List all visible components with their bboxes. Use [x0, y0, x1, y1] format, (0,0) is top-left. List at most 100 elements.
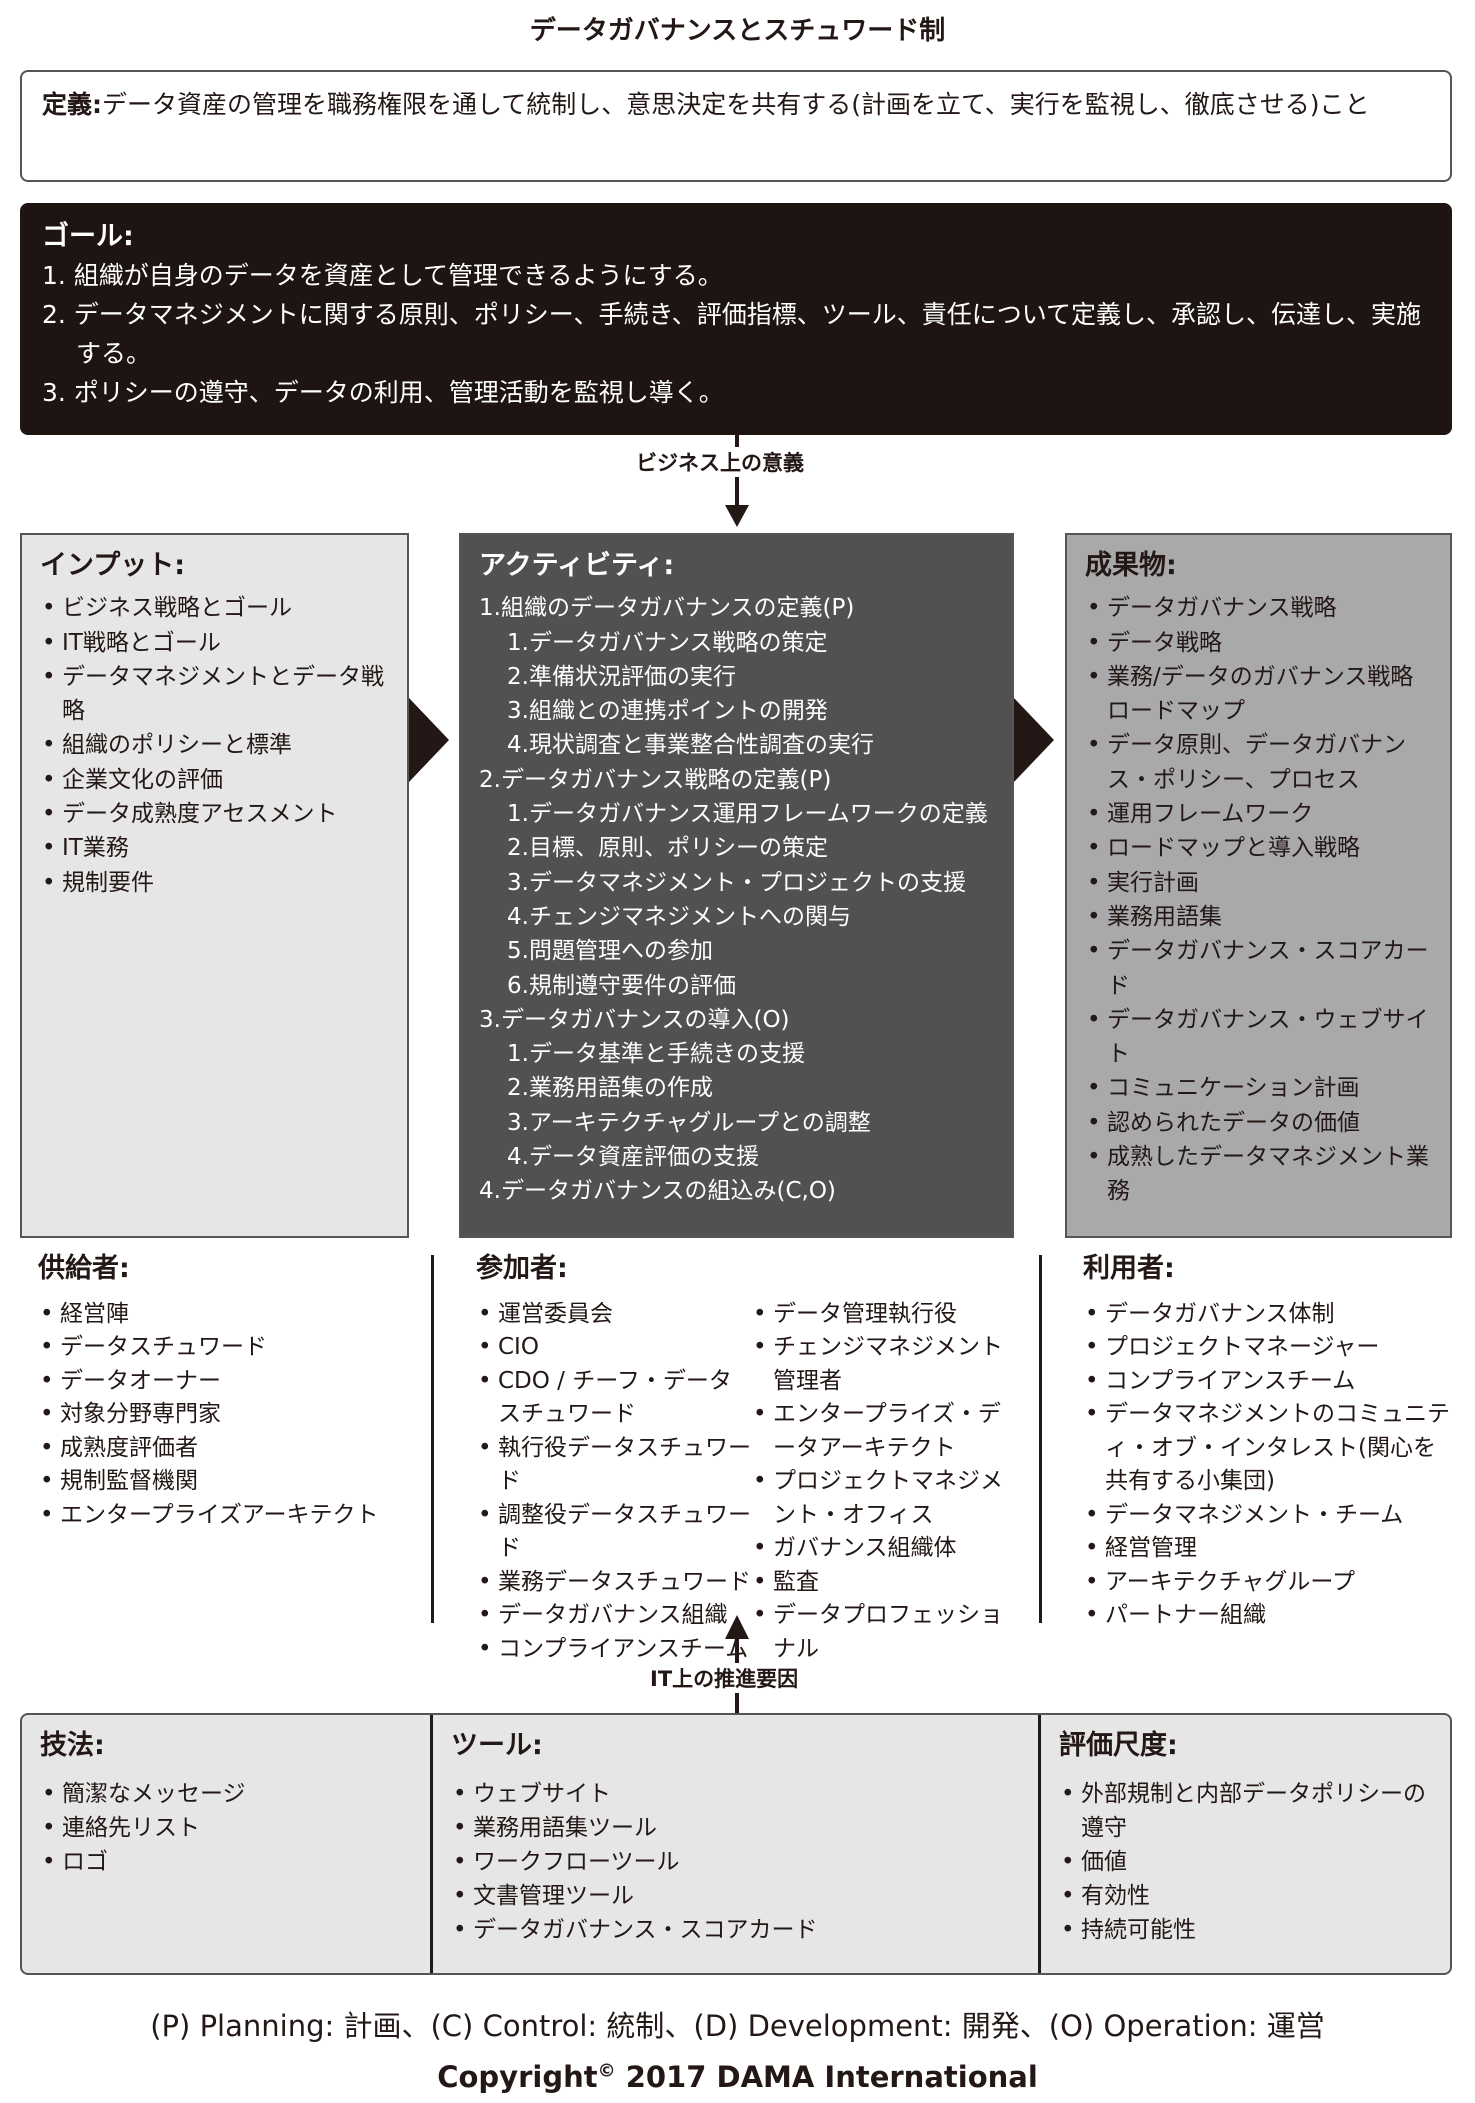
list-item: 調整役データスチュワード: [476, 1499, 751, 1566]
deliverables-box: 成果物: データガバナンス戦略データ戦略業務/データのガバナンス戦略ロードマップ…: [1065, 533, 1452, 1238]
divider: [1039, 1255, 1042, 1623]
list-item: データ管理執行役: [751, 1298, 1011, 1332]
participants-label: 参加者:: [476, 1253, 568, 1284]
list-item: データプロフェッショナル: [751, 1599, 1011, 1666]
activity-item: 3.データガバナンスの導入(O): [479, 1006, 790, 1033]
list-item: データマネジメント・チーム: [1083, 1499, 1453, 1533]
list-item: ロードマップと導入戦略: [1085, 831, 1432, 866]
list-item: 業務用語集: [1085, 900, 1432, 935]
activity-subitem: 3.組織との連携ポイントの開発: [507, 698, 828, 725]
metrics-list: 外部規制と内部データポリシーの遵守価値有効性持続可能性: [1059, 1777, 1432, 1947]
list-item: アーキテクチャグループ: [1083, 1566, 1453, 1600]
list-item: ビジネス戦略とゴール: [40, 591, 389, 626]
list-item: 組織のポリシーと標準: [40, 728, 389, 763]
list-item: 持続可能性: [1059, 1913, 1432, 1947]
list-item: データガバナンス組織: [476, 1599, 751, 1633]
list-item: IT業務: [40, 831, 389, 866]
list-item: CIO: [476, 1331, 751, 1365]
list-item: 企業文化の評価: [40, 763, 389, 798]
metrics-cell: 評価尺度: 外部規制と内部データポリシーの遵守価値有効性持続可能性: [1041, 1715, 1450, 1973]
list-item: データマネジメントのコミュニティ・オブ・インタレスト(関心を共有する小集団): [1083, 1398, 1453, 1499]
list-item: ワークフローツール: [451, 1845, 1020, 1879]
tools-cell: ツール: ウェブサイト業務用語集ツールワークフローツール文書管理ツールデータガバ…: [433, 1715, 1041, 1973]
definition-label: 定義:: [42, 90, 102, 119]
list-item: 経営陣: [38, 1298, 418, 1332]
arrow-up-icon: [725, 1615, 749, 1639]
suppliers-label: 供給者:: [38, 1253, 130, 1284]
list-item: エンタープライズアーキテクト: [38, 1499, 418, 1533]
list-item: 対象分野専門家: [38, 1398, 418, 1432]
copyright-suffix: 2017 DAMA International: [615, 2060, 1038, 2094]
activity-subitem: 1.データ基準と手続きの支援: [507, 1041, 805, 1068]
list-item: 経営管理: [1083, 1532, 1453, 1566]
activity-item: 2.データガバナンス戦略の定義(P): [479, 766, 832, 793]
activity-subitem: 2.業務用語集の作成: [507, 1075, 713, 1102]
list-item: 外部規制と内部データポリシーの遵守: [1059, 1777, 1432, 1845]
list-item: 執行役データスチュワード: [476, 1432, 751, 1499]
goals-box: ゴール: 1. 組織が自身のデータを資産として管理できるようにする。 2. デー…: [20, 203, 1452, 435]
business-label: ビジネス上の意義: [632, 447, 808, 477]
list-item: データ原則、データガバナンス・ポリシー、プロセス: [1085, 728, 1432, 797]
consumers-section: 利用者: データガバナンス体制プロジェクトマネージャーコンプライアンスチームデー…: [1083, 1252, 1453, 1633]
list-item: 価値: [1059, 1845, 1432, 1879]
list-item: 簡潔なメッセージ: [40, 1777, 412, 1811]
list-item: データ戦略: [1085, 626, 1432, 661]
activity-subitem: 3.データマネジメント・プロジェクトの支援: [507, 869, 966, 896]
inputs-box: インプット: ビジネス戦略とゴールIT戦略とゴールデータマネジメントとデータ戦略…: [20, 533, 409, 1238]
list-item: 成熟したデータマネジメント業務: [1085, 1140, 1432, 1209]
list-item: データガバナンス戦略: [1085, 591, 1432, 626]
list-item: 規制要件: [40, 866, 389, 901]
arrow-down-icon: [725, 505, 749, 527]
list-item: 監査: [751, 1566, 1011, 1600]
inputs-list: ビジネス戦略とゴールIT戦略とゴールデータマネジメントとデータ戦略組織のポリシー…: [40, 591, 389, 900]
participants-list-2: データ管理執行役チェンジマネジメント管理者エンタープライズ・データアーキテクトプ…: [751, 1298, 1011, 1667]
activity-subitem: 4.チェンジマネジメントへの関与: [507, 903, 851, 930]
activities-label: アクティビティ:: [479, 550, 675, 581]
list-item: プロジェクトマネージャー: [1083, 1331, 1453, 1365]
list-item: 連絡先リスト: [40, 1811, 412, 1845]
arrow-right-icon: [409, 698, 449, 782]
list-item: チェンジマネジメント管理者: [751, 1331, 1011, 1398]
diagram-title: データガバナンスとスチュワード制: [529, 16, 946, 46]
list-item: コンプライアンスチーム: [1083, 1365, 1453, 1399]
arrow-right-icon: [1014, 698, 1054, 782]
activity-subitem: 1.データガバナンス戦略の策定: [507, 629, 828, 656]
list-item: エンタープライズ・データアーキテクト: [751, 1398, 1011, 1465]
list-item: 業務/データのガバナンス戦略ロードマップ: [1085, 660, 1432, 729]
list-item: データ成熟度アセスメント: [40, 797, 389, 832]
activity-subitem: 5.問題管理への参加: [507, 938, 713, 965]
list-item: IT戦略とゴール: [40, 626, 389, 661]
participants-list-1: 運営委員会CIOCDO / チーフ・データスチュワード執行役データスチュワード調…: [476, 1298, 751, 1667]
list-item: CDO / チーフ・データスチュワード: [476, 1365, 751, 1432]
goal-item: 2. データマネジメントに関する原則、ポリシー、手続き、評価指標、ツール、責任に…: [42, 300, 1422, 368]
goals-label: ゴール:: [42, 221, 134, 252]
activity-subitem: 2.準備状況評価の実行: [507, 663, 736, 690]
techniques-list: 簡潔なメッセージ連絡先リストロゴ: [40, 1777, 412, 1879]
activity-subitem: 1.データガバナンス運用フレームワークの定義: [507, 801, 988, 828]
list-item: 文書管理ツール: [451, 1879, 1020, 1913]
it-label: IT上の推進要因: [646, 1663, 803, 1693]
list-item: 認められたデータの価値: [1085, 1106, 1432, 1141]
definition-text: データ資産の管理を職務権限を通して統制し、意思決定を共有する(計画を立て、実行を…: [102, 90, 1370, 119]
legend: (P) Planning: 計画、(C) Control: 統制、(D) Dev…: [150, 2009, 1325, 2043]
definition-box: 定義:データ資産の管理を職務権限を通して統制し、意思決定を共有する(計画を立て、…: [20, 70, 1452, 182]
activity-subitem: 2.目標、原則、ポリシーの策定: [507, 835, 828, 862]
activity-subitem: 3.アーキテクチャグループとの調整: [507, 1109, 871, 1136]
activity-subitem: 4.現状調査と事業整合性調査の実行: [507, 732, 874, 759]
list-item: 規制監督機関: [38, 1465, 418, 1499]
activity-subitem: 6.規制遵守要件の評価: [507, 972, 736, 999]
consumers-list: データガバナンス体制プロジェクトマネージャーコンプライアンスチームデータマネジメ…: [1083, 1298, 1453, 1633]
list-item: 運営委員会: [476, 1298, 751, 1332]
list-item: プロジェクトマネジメント・オフィス: [751, 1465, 1011, 1532]
copyright-prefix: Copyright: [437, 2060, 598, 2094]
list-item: 有効性: [1059, 1879, 1432, 1913]
goal-item: 1. 組織が自身のデータを資産として管理できるようにする。: [42, 261, 723, 290]
techniques-label: 技法:: [40, 1730, 105, 1761]
list-item: データオーナー: [38, 1365, 418, 1399]
list-item: コミュニケーション計画: [1085, 1071, 1432, 1106]
list-item: データガバナンス・ウェブサイト: [1085, 1003, 1432, 1072]
suppliers-section: 供給者: 経営陣データスチュワードデータオーナー対象分野専門家成熟度評価者規制監…: [38, 1252, 418, 1532]
list-item: ロゴ: [40, 1845, 412, 1879]
deliverables-label: 成果物:: [1085, 550, 1177, 581]
